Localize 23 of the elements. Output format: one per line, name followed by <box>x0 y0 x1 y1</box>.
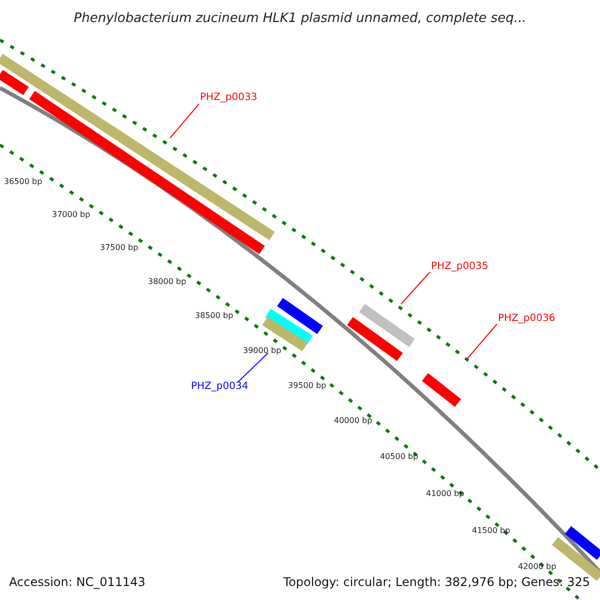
leader-line <box>238 352 268 382</box>
scale-label: 39000 bp <box>243 347 282 355</box>
leader-line <box>466 324 498 360</box>
scale-label: 38000 bp <box>148 278 186 286</box>
gene-label: PHZ_p0036 <box>498 314 556 324</box>
leader-line <box>400 272 430 304</box>
scale-label: 40500 bp <box>380 453 418 461</box>
gene-label: PHZ_p0035 <box>431 262 488 272</box>
accession-text: Accession: NC_011143 <box>9 576 146 588</box>
scale-label: 42000 bp <box>518 563 556 571</box>
leader-line <box>170 104 200 138</box>
scale-label: 41000 bp <box>426 490 464 498</box>
scale-label: 40000 bp <box>334 417 372 425</box>
gene-bar <box>359 304 415 348</box>
scale-label: 38500 bp <box>195 312 234 320</box>
summary-text: Topology: circular; Length: 382,976 bp; Genes: 325 <box>283 576 590 588</box>
scale-label: 41500 bp <box>472 527 510 535</box>
title: Phenylobacterium zucineum HLK1 plasmid unnamed, complete seq... <box>72 12 528 25</box>
scale-label: 39500 bp <box>288 382 326 390</box>
gene-bar <box>0 54 275 240</box>
gene-label: PHZ_p0034 <box>191 382 248 392</box>
scale-label: 37000 bp <box>52 211 90 219</box>
scale-label: 36500 bp <box>4 178 42 186</box>
